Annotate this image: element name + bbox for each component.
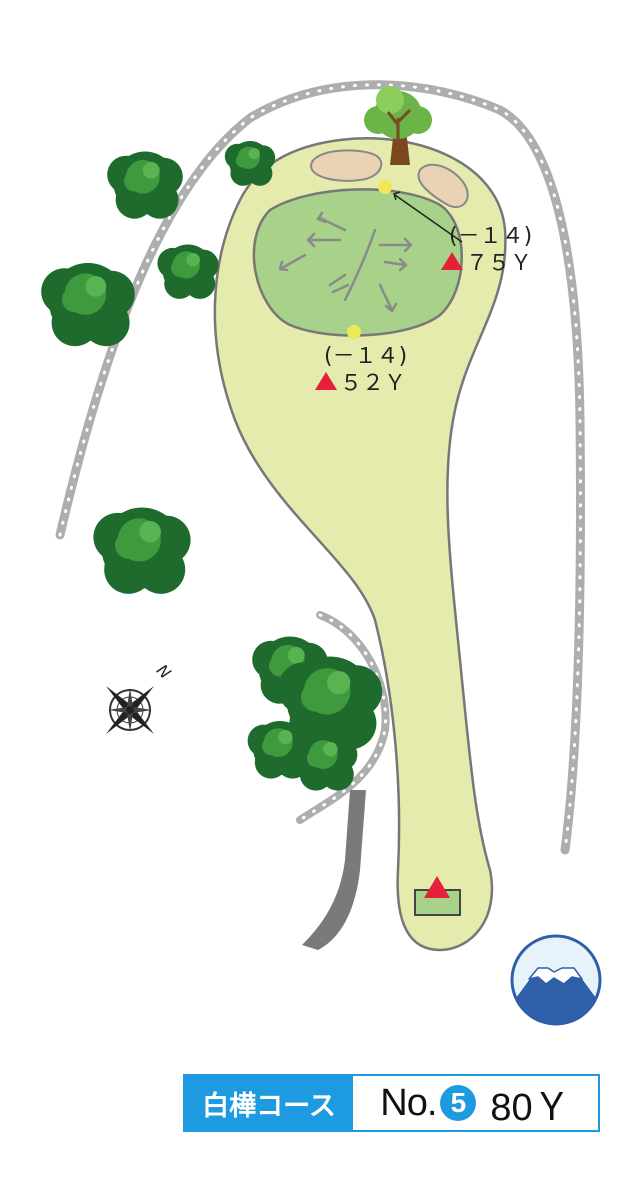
bunker-left: [310, 149, 383, 182]
tree-left-1: [107, 151, 183, 219]
hole-details: No. 5 80Ｙ: [353, 1076, 598, 1130]
back-pin-icon: [378, 180, 392, 194]
leader-line: [394, 194, 463, 243]
mountain-logo-icon: [510, 934, 602, 1026]
tee-marker-icon: [424, 876, 450, 898]
hole-info-bar: 白樺コース No. 5 80Ｙ: [183, 1074, 600, 1132]
hole-yardage: 80Ｙ: [490, 1086, 571, 1129]
tree-left-2: [224, 141, 276, 186]
back-pin-distance-icon: [441, 252, 463, 270]
hole-number-prefix: No.: [380, 1081, 437, 1124]
tree-dogleg-4: [292, 733, 358, 791]
back-pin-offset: (－１４): [449, 224, 532, 249]
front-pin-icon: [347, 325, 361, 339]
compass-north-label: N: [153, 661, 175, 683]
cart-path: [302, 790, 366, 950]
putting-green: [252, 188, 463, 337]
green-slope-arrows: [278, 211, 413, 313]
tree-left-3: [157, 244, 219, 299]
tree-left-5: [93, 507, 191, 594]
back-pin-distance: ７５Ｙ: [466, 251, 532, 276]
front-pin-distance: ５２Ｙ: [340, 371, 406, 396]
fairway: [213, 137, 507, 952]
tee-box: [414, 889, 461, 916]
front-pin-offset: (－１４): [324, 344, 407, 369]
hole-number-badge: 5: [440, 1085, 477, 1121]
front-pin-distance-icon: [315, 372, 337, 390]
compass-rose-icon: [105, 685, 155, 735]
course-name: 白樺コース: [185, 1076, 353, 1130]
ob-boundary: [55, 80, 585, 855]
bunker-right: [417, 163, 469, 208]
tree-left-4: [41, 263, 135, 347]
hole-map: N (－１４) ７５Ｙ (－１４) ５２Ｙ: [41, 80, 602, 1026]
signature-tree: [364, 86, 432, 165]
